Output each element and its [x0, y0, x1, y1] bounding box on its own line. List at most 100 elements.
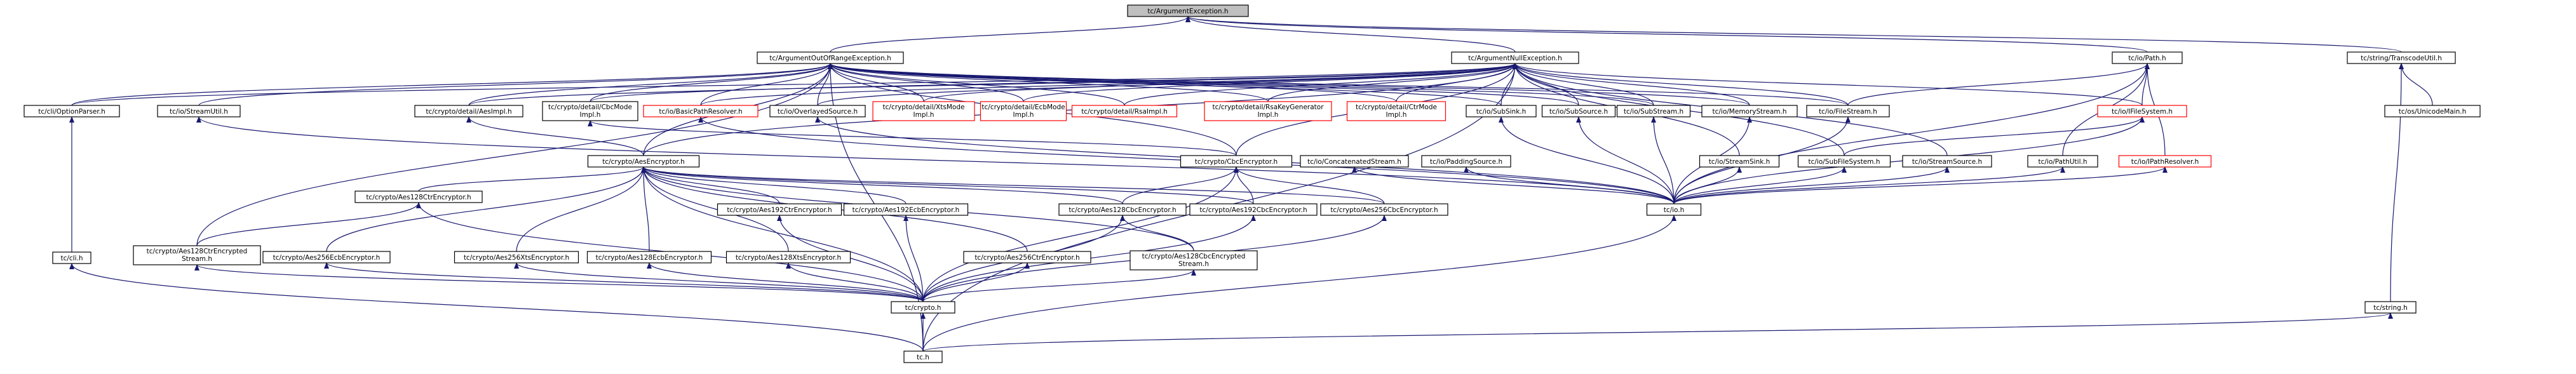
node-tc_string_TranscodeUtil[interactable]: tc/string/TranscodeUtil.h [2347, 51, 2456, 64]
node-box [1127, 4, 1249, 17]
edge-tc_crypto-to-tc_crypto_Aes192CtrEncryptor [777, 215, 924, 302]
node-tc_io_Path[interactable]: tc/io/Path.h [2112, 51, 2183, 64]
node-tc_crypto_Aes256EcbEncryptor[interactable]: tc/crypto/Aes256EcbEncryptor.h [262, 251, 391, 264]
node-tc_crypto_Aes128CtrEncryptor[interactable]: tc/crypto/Aes128CtrEncryptor.h [354, 190, 483, 203]
edge-tc_io_MemoryStream-to-tc_ArgumentOutOfRangeException [828, 63, 1750, 106]
node-tc_io_StreamUtil[interactable]: tc/io/StreamUtil.h [157, 105, 241, 117]
node-tc_ArgumentException[interactable]: tc/ArgumentException.h [1127, 4, 1249, 17]
node-tc_io[interactable]: tc/io.h [1646, 203, 1702, 216]
node-tc_io_StreamSink[interactable]: tc/io/StreamSink.h [1699, 155, 1780, 168]
edge-tc_io_SubSource-to-tc_ArgumentNullException [1513, 63, 1579, 106]
node-label: tc/crypto/AesEncryptor.h [602, 158, 685, 166]
node-label: tc.h [917, 354, 929, 361]
node-box [1806, 105, 1890, 117]
node-label: tc/io.h [1664, 206, 1685, 214]
node-box [769, 105, 866, 117]
node-tc_crypto_Aes128EcbEncryptor[interactable]: tc/crypto/Aes128EcbEncryptor.h [586, 251, 712, 264]
node-tc_crypto_Aes256XtsEncryptor[interactable]: tc/crypto/Aes256XtsEncryptor.h [454, 251, 579, 264]
node-tc_io_StreamSource[interactable]: tc/io/StreamSource.h [1902, 155, 1992, 168]
node-box [980, 101, 1067, 121]
node-box [1300, 155, 1409, 168]
edge-tc_crypto-to-tc_crypto_Aes128EcbEncryptor [647, 262, 924, 302]
node-box [2384, 105, 2481, 117]
node-tc_crypto_CbcEncryptor[interactable]: tc/crypto/CbcEncryptor.h [1180, 155, 1293, 168]
node-box [725, 251, 851, 264]
node-tc_crypto[interactable]: tc/crypto.h [891, 301, 955, 314]
node-box [903, 351, 943, 363]
node-tc_io_ConcatenatedStream[interactable]: tc/io/ConcatenatedStream.h [1300, 155, 1409, 168]
node-tc_cli_OptionParser[interactable]: tc/cli/OptionParser.h [24, 105, 120, 117]
edge-tc_crypto_detail_RsaImpl-to-tc_ArgumentNullException [1124, 63, 1518, 106]
edge-tc_io-to-tc_io_IPathResolver [1673, 166, 2168, 204]
node-tc_crypto_Aes192CtrEncryptor[interactable]: tc/crypto/Aes192CtrEncryptor.h [717, 203, 842, 216]
node-label: tc/crypto/detail/XtsMode [883, 104, 965, 111]
edge-tc_crypto-to-tc_crypto_Aes192EcbEncryptor [903, 215, 924, 302]
node-tc_crypto_Aes192EcbEncryptor[interactable]: tc/crypto/Aes192EcbEncryptor.h [843, 203, 969, 216]
node-label: tc/crypto/detail/AesImpl.h [426, 108, 511, 116]
node-box [1058, 203, 1187, 216]
edge-tc_crypto_Aes192EcbEncryptor-to-tc_crypto_AesEncryptor [641, 166, 907, 204]
node-tc_ArgumentOutOfRangeException[interactable]: tc/ArgumentOutOfRangeException.h [757, 51, 904, 64]
node-tc_io_MemoryStream[interactable]: tc/io/MemoryStream.h [1701, 105, 1798, 117]
node-tc_io_SubSink[interactable]: tc/io/SubSink.h [1466, 105, 1537, 117]
edge-tc_crypto_Aes128CtrEncryptedStream-to-tc_crypto_Aes128CtrEncryptor [196, 202, 421, 246]
node-tc_crypto_Aes192CbcEncryptor[interactable]: tc/crypto/Aes192CbcEncryptor.h [1189, 203, 1318, 216]
node-label: tc/crypto/Aes128EcbEncryptor.h [596, 254, 703, 262]
node-tc_io_SubStream[interactable]: tc/io/SubStream.h [1616, 105, 1691, 117]
node-tc_crypto_detail_RsaImpl[interactable]: tc/crypto/detail/RsaImpl.h [1071, 105, 1178, 117]
node-label: tc/io/MemoryStream.h [1713, 108, 1787, 116]
node-label: tc/io/SubSource.h [1549, 108, 1608, 116]
node-box [1797, 155, 1891, 168]
node-tc_crypto_Aes128CbcEncryptor[interactable]: tc/crypto/Aes128CbcEncryptor.h [1058, 203, 1187, 216]
node-label: tc/crypto/Aes192CbcEncryptor.h [1199, 206, 1307, 214]
node-tc_os_UnicodeMain[interactable]: tc/os/UnicodeMain.h [2384, 105, 2481, 117]
node-tc_io_IFileSystem[interactable]: tc/io/IFileSystem.h [2097, 105, 2187, 117]
edge-tc_crypto-to-tc_crypto_Aes128XtsEncryptor [786, 262, 924, 302]
edge-tc_crypto_detail_AesImpl-to-tc_ArgumentNullException [468, 63, 1518, 106]
node-label: tc/crypto/Aes128CtrEncryptor.h [366, 194, 471, 201]
node-label: tc/io/PathUtil.h [2038, 158, 2087, 166]
edge-tc_io_BasicPathResolver-to-tc_ArgumentOutOfRangeException [700, 63, 833, 106]
node-tc_io_PaddingSource[interactable]: tc/io/PaddingSource.h [1421, 155, 1511, 168]
edge-tc_io_FileStream-to-tc_ArgumentNullException [1513, 63, 1849, 106]
node-tc_io_IPathResolver[interactable]: tc/io/IPathResolver.h [2118, 155, 2212, 168]
edge-tc_crypto_Aes128CtrEncryptor-to-tc_crypto_AesEncryptor [418, 166, 646, 192]
node-label: tc/crypto/Aes256EcbEncryptor.h [273, 254, 381, 262]
node-label: tc/string/TranscodeUtil.h [2361, 55, 2442, 62]
node-tc_crypto_Aes256CtrEncryptor[interactable]: tc/crypto/Aes256CtrEncryptor.h [963, 251, 1091, 264]
node-tc_io_SubSource[interactable]: tc/io/SubSource.h [1541, 105, 1616, 117]
node-label: tc/string.h [2373, 304, 2408, 312]
node-tc_crypto_Aes256CbcEncryptor[interactable]: tc/crypto/Aes256CbcEncryptor.h [1320, 203, 1448, 216]
edge-tc_io-to-tc_io_SubSource [1576, 116, 1675, 204]
edge-tc_crypto_CbcEncryptor-to-tc_crypto_detail_CbcModeImpl [588, 120, 1237, 156]
node-tc_string[interactable]: tc/string.h [2364, 301, 2417, 314]
node-tc_io_SubFileSystem[interactable]: tc/io/SubFileSystem.h [1797, 155, 1891, 168]
node-label: tc/crypto/Aes256XtsEncryptor.h [464, 254, 569, 262]
edge-tc_crypto_Aes128CbcEncryptor-to-tc_crypto_AesEncryptor [641, 166, 1123, 204]
node-box [1902, 155, 1992, 168]
node-tc_crypto_AesEncryptor[interactable]: tc/crypto/AesEncryptor.h [587, 155, 700, 168]
edge-tc_crypto_Aes256CbcEncryptor-to-tc_crypto_CbcEncryptor [1234, 166, 1385, 204]
node-tc_crypto_Aes128XtsEncryptor[interactable]: tc/crypto/Aes128XtsEncryptor.h [725, 251, 851, 264]
node-tc_cli[interactable]: tc/cli.h [52, 251, 91, 264]
node-box [52, 251, 91, 264]
node-tc_io_BasicPathResolver[interactable]: tc/io/BasicPathResolver.h [643, 105, 759, 117]
node-label: tc/io/PaddingSource.h [1430, 158, 1502, 166]
node-tc_io_PathUtil[interactable]: tc/io/PathUtil.h [2027, 155, 2098, 168]
node-tc_io_OverlayedSource[interactable]: tc/io/OverlayedSource.h [769, 105, 866, 117]
node-box [1204, 101, 1332, 121]
node-tc[interactable]: tc.h [903, 351, 943, 363]
node-tc_crypto_detail_AesImpl[interactable]: tc/crypto/detail/AesImpl.h [414, 105, 523, 117]
node-tc_io_FileStream[interactable]: tc/io/FileStream.h [1806, 105, 1890, 117]
node-box [1699, 155, 1780, 168]
node-tc_ArgumentNullException[interactable]: tc/ArgumentNullException.h [1451, 51, 1579, 64]
node-label: tc/ArgumentException.h [1147, 8, 1228, 15]
edge-tc_crypto_detail_XtsModeImpl-to-tc_ArgumentNullException [923, 63, 1518, 102]
